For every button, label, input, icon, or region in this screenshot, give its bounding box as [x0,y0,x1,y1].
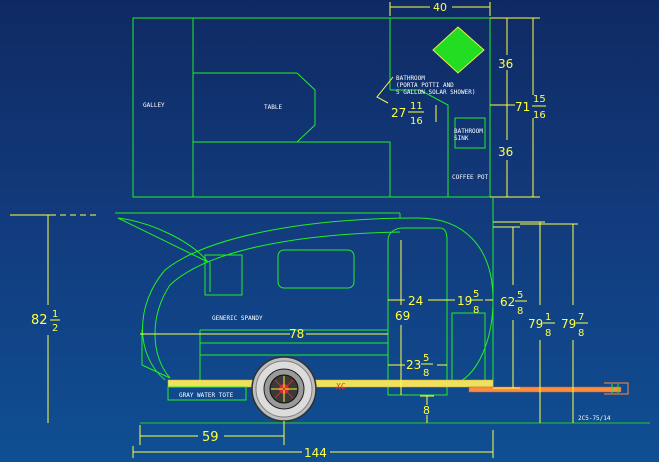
side-dimensions [10,214,578,458]
dim-79a-whole: 79 [528,317,543,331]
dim-79b-num: 7 [578,312,584,323]
dim-40: 40 [433,1,447,14]
coffee-pot-label: COFFEE POT [452,174,489,181]
dim-71-den: 16 [533,110,546,121]
dim-144: 144 [304,446,327,460]
dim-8: 8 [423,404,430,417]
dim-79b-den: 8 [578,328,584,339]
dim-24: 24 [408,294,423,308]
table-label: TABLE [264,104,282,111]
side-door [387,227,448,396]
dim-79b-whole: 79 [561,317,576,331]
dim-36-bottom: 36 [498,145,513,159]
dim-27-whole: 27 [391,106,406,120]
side-window [277,249,355,289]
dim-23-whole: 23 [406,358,421,372]
plan-dimensions [389,2,540,198]
dim-82-num: 1 [52,309,58,320]
plan-outline [132,17,491,198]
dim-62-whole: 62 [500,295,515,309]
tongue [468,386,622,393]
bath-partition [390,89,449,197]
hitch-coupler [604,382,629,395]
dim-69: 69 [395,309,410,323]
bathroom-label-1: BATHROOM [396,75,425,82]
body-inner-curve [154,231,401,379]
door-panel [451,312,486,384]
frame-rail [167,379,494,388]
table-bench-end [296,72,316,143]
hatch-outline [117,217,209,263]
dim-71-num: 15 [533,94,546,105]
dim-19-num: 5 [473,289,479,300]
dim-82-den: 2 [52,323,58,334]
gray-water-tote-label: GRAY WATER TOTE [179,392,234,399]
dim-78: 78 [289,327,304,341]
bath-leader [376,76,394,104]
dim-27-den: 16 [410,116,423,127]
dim-36-top: 36 [498,57,513,71]
dim-79a-num: 1 [545,312,551,323]
vehicle-label: GENERIC SPANDY [212,315,263,322]
dim-27-num: 11 [410,101,423,112]
dim-23-den: 8 [423,368,429,379]
side-view [10,197,494,396]
bathroom-label-3: 5 GALLON SOLAR SHOWER) [396,89,475,96]
bathroom-label-2: (PORTA POTTI AND [396,82,454,89]
dim-62-den: 8 [517,306,523,317]
gray-water-tote [167,386,247,401]
wheel [251,356,317,422]
trailer-body [142,217,494,385]
dim-23-num: 5 [423,353,429,364]
dim-19-den: 8 [473,305,479,316]
dim-62-num: 5 [517,290,523,301]
dim-71-whole: 71 [515,100,530,114]
sink-label-1: BATHROOM [454,128,483,135]
galley-label: GALLEY [143,102,165,109]
sink-label-2: SINK [454,135,469,142]
dim-19-whole: 19 [457,294,472,308]
plan-view [132,17,491,198]
lower-counter [193,141,391,197]
drawing-code: 2C5-75/14 [578,415,611,422]
bathroom-sink [454,117,486,149]
diamond-marker [432,26,485,74]
xc-label: XC [336,382,346,391]
galley-hatch [204,254,243,296]
dim-59: 59 [202,430,219,445]
dim-82-whole: 82 [31,313,48,328]
dim-79a-den: 8 [545,328,551,339]
